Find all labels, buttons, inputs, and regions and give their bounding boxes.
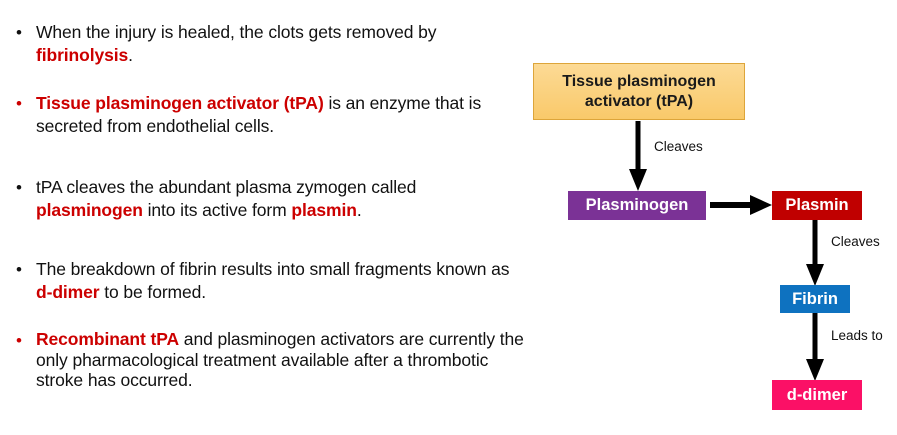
arrow-plasminogen-to-plasmin-icon — [710, 195, 772, 215]
list-item-text: Recombinant tPA and plasminogen activato… — [36, 329, 527, 391]
flow-node-tpa: Tissue plasminogen activator (tPA) — [533, 63, 745, 120]
highlighted-term: Recombinant tPA — [36, 329, 180, 349]
text-segment: into its active form — [142, 200, 292, 220]
list-item-text: When the injury is healed, the clots get… — [36, 21, 527, 67]
fibrinolysis-flow-diagram: Tissue plasminogen activator (tPA) Cleav… — [530, 0, 897, 435]
list-item: • The breakdown of fibrin results into s… — [12, 258, 527, 304]
list-item-text: Tissue plasminogen activator (tPA) is an… — [36, 92, 527, 138]
text-segment: When the injury is healed, the clots get… — [36, 22, 437, 42]
edge-label-cleaves-1: Cleaves — [654, 139, 703, 154]
bullet-marker-icon: • — [16, 94, 22, 113]
highlighted-term: d-dimer — [36, 282, 100, 302]
list-item-text: The breakdown of fibrin results into sma… — [36, 258, 527, 304]
text-segment: The breakdown of fibrin results into sma… — [36, 259, 510, 279]
flow-node-ddimer: d-dimer — [772, 380, 862, 410]
text-segment: . — [128, 45, 133, 65]
list-item: • When the injury is healed, the clots g… — [12, 21, 527, 67]
list-item-text: tPA cleaves the abundant plasma zymogen … — [36, 176, 527, 222]
bullet-marker-icon: • — [16, 178, 22, 197]
edge-label-leads-to: Leads to — [831, 328, 883, 343]
text-segment: and plasminogen activators are currently… — [36, 329, 524, 390]
flow-node-plasmin: Plasmin — [772, 191, 862, 220]
list-item: • Recombinant tPA and plasminogen activa… — [12, 329, 527, 391]
arrow-fibrin-to-ddimer-icon — [806, 313, 824, 381]
highlighted-term: plasminogen — [36, 200, 143, 220]
list-item: • tPA cleaves the abundant plasma zymoge… — [12, 176, 527, 222]
list-item: • Tissue plasminogen activator (tPA) is … — [12, 92, 527, 138]
text-segment: is an enzyme that is secreted from endot… — [36, 93, 482, 136]
text-segment: to be formed. — [99, 282, 207, 302]
bullet-marker-icon: • — [16, 23, 22, 42]
text-segment: . — [356, 200, 362, 220]
bullet-marker-icon: • — [16, 331, 22, 350]
highlighted-term: fibrinolysis — [36, 45, 129, 65]
flow-node-plasminogen: Plasminogen — [568, 191, 706, 220]
highlighted-term: Tissue plasminogen activator (tPA) — [36, 93, 324, 113]
bullet-marker-icon: • — [16, 260, 22, 279]
highlighted-term: plasmin — [291, 200, 357, 220]
arrow-tpa-to-plasminogen-icon — [629, 121, 647, 191]
edge-label-cleaves-2: Cleaves — [831, 234, 880, 249]
arrow-plasmin-to-fibrin-icon — [806, 220, 824, 286]
bullet-list: • When the injury is healed, the clots g… — [12, 21, 527, 391]
flow-node-fibrin: Fibrin — [780, 285, 850, 313]
text-segment: tPA cleaves the abundant plasma zymogen … — [36, 177, 417, 197]
